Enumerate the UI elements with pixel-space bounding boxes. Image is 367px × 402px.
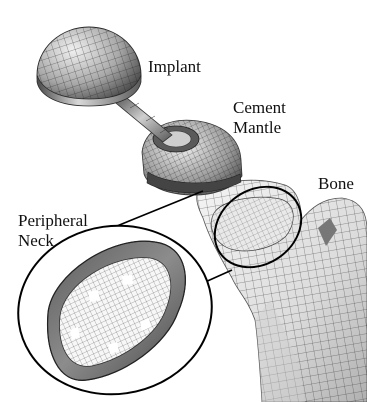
label-neck-line2: Neck — [18, 231, 54, 250]
label-neck-line1: Peripheral — [18, 211, 88, 230]
label-implant: Implant — [148, 57, 201, 76]
label-cement-line1: Cement — [233, 98, 286, 117]
label-bone: Bone — [318, 174, 354, 193]
label-cement-line2: Mantle — [233, 118, 281, 137]
implant-head — [30, 20, 150, 110]
